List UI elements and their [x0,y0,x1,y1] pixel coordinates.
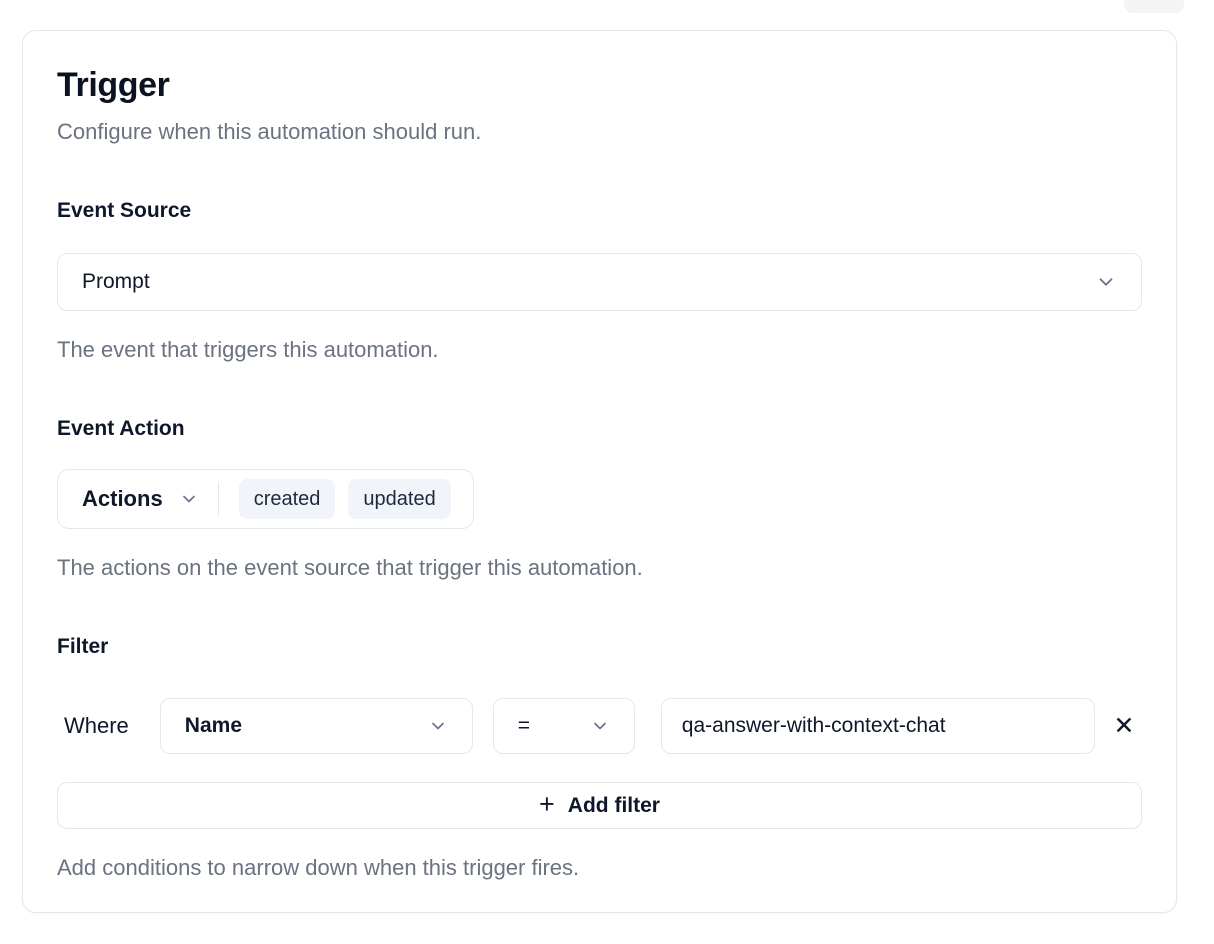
plus-icon: + [539,789,555,819]
action-chip-created[interactable]: created [238,479,336,519]
filter-help: Add conditions to narrow down when this … [57,855,580,880]
filter-field-select[interactable]: Name [159,698,473,754]
event-action-help: The actions on the event source that tri… [57,555,643,580]
trigger-card: Trigger Configure when this automation s… [22,30,1177,913]
add-filter-button[interactable]: + Add filter [57,782,1142,829]
event-action-label: Event Action [57,417,185,440]
cutoff-ui-fragment [1124,0,1184,13]
filter-where-label: Where [64,713,129,738]
filter-row: Where Name = ✕ [57,698,1142,754]
filter-field-value: Name [184,714,242,737]
filter-operator-value: = [517,714,531,737]
action-chip-updated[interactable]: updated [348,479,451,519]
actions-dropdown-button[interactable]: Actions [82,486,199,512]
event-source-select[interactable]: Prompt [57,253,1142,311]
filter-value-input[interactable] [660,698,1095,754]
event-source-value: Prompt [82,270,150,293]
event-source-help: The event that triggers this automation. [57,337,439,362]
filter-label: Filter [57,635,109,658]
page-title: Trigger [57,66,170,104]
remove-filter-button[interactable]: ✕ [1108,710,1140,742]
add-filter-label: Add filter [567,793,660,817]
event-action-control: Actions created updated [57,469,474,529]
filter-operator-select[interactable]: = [492,698,635,754]
vertical-divider [217,482,219,516]
page-subtitle: Configure when this automation should ru… [57,119,482,144]
close-icon: ✕ [1113,712,1135,740]
actions-dropdown-label: Actions [82,486,163,511]
chevron-down-icon [182,495,195,503]
event-source-label: Event Source [57,199,192,222]
chevron-down-icon [593,722,606,730]
chevron-down-icon [1099,278,1113,286]
chevron-down-icon [431,722,444,730]
